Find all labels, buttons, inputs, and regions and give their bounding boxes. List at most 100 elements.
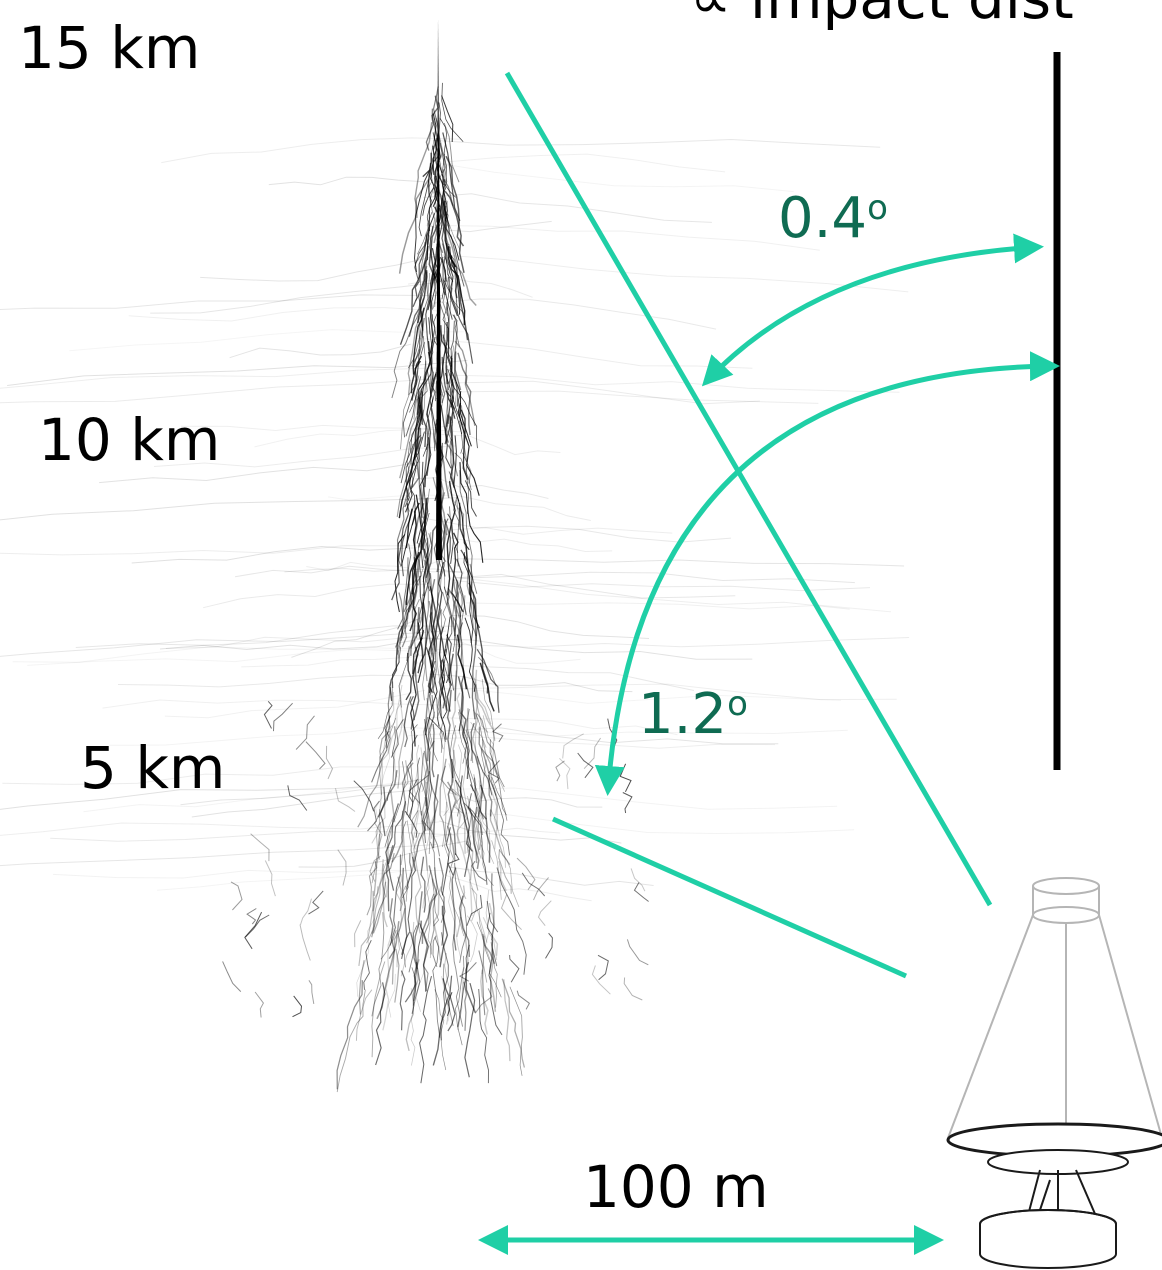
shower-particle-track — [394, 948, 400, 1003]
shower-particle-track — [444, 825, 449, 876]
shower-particle-track — [456, 558, 467, 616]
shower-particle-track — [465, 729, 474, 764]
shower-particle-track — [411, 427, 422, 488]
shower-faint-track — [0, 545, 415, 556]
shower-faint-track — [109, 726, 447, 746]
shower-particle-track — [413, 832, 422, 934]
angle-arrow-small — [701, 233, 1044, 387]
shower-particle-track — [451, 670, 458, 783]
shower-faint-track — [99, 461, 421, 484]
shower-particle-track — [448, 412, 455, 485]
shower-particle-track — [480, 969, 489, 1035]
shower-particle-track — [376, 921, 400, 1020]
shower-particle-track — [394, 534, 406, 613]
shower-secondary-track — [488, 760, 500, 784]
shower-particle-track — [490, 808, 506, 868]
shower-particle-track — [371, 798, 386, 844]
shower-particle-track — [446, 653, 454, 712]
shower-particle-track — [446, 781, 457, 862]
shower-particle-track — [460, 595, 466, 635]
shower-particle-track — [405, 652, 412, 701]
shower-particle-track — [460, 409, 469, 480]
shower-particle-track — [458, 502, 468, 563]
shower-secondary-track — [390, 719, 404, 758]
shower-particle-track — [445, 390, 452, 427]
shower-particle-track — [401, 856, 417, 960]
shower-faint-track — [445, 874, 592, 902]
shower-faint-track — [254, 424, 453, 448]
shower-faint-track — [83, 779, 419, 813]
shower-particle-track — [377, 769, 398, 818]
altitude-label-10km: 10 km — [38, 406, 220, 474]
shower-faint-track — [165, 636, 463, 649]
shower-secondary-track — [354, 920, 362, 948]
shower-particle-track — [429, 372, 444, 465]
shower-particle-track — [410, 780, 421, 850]
shower-particle-track — [379, 786, 386, 837]
shower-particle-track — [413, 923, 423, 1001]
shower-particle-track — [478, 988, 489, 1084]
shower-particle-track — [441, 82, 464, 142]
shower-particle-track — [412, 242, 426, 307]
shower-secondary-track — [452, 788, 464, 814]
shower-particle-track — [418, 532, 432, 586]
shower-secondary-track — [471, 860, 487, 882]
shower-secondary-track — [222, 961, 242, 992]
shower-particle-track — [383, 815, 394, 898]
telescope-icon — [946, 877, 1162, 1269]
shower-secondary-track — [353, 780, 375, 812]
shower-particle-track — [456, 744, 463, 805]
shower-particle-track — [483, 759, 499, 850]
shower-particle-track — [407, 313, 424, 369]
shower-particle-track — [387, 672, 405, 754]
shower-particle-track — [456, 495, 470, 551]
shower-secondary-track — [555, 760, 565, 782]
shower-faint-track — [180, 778, 423, 806]
shower-particle-track — [428, 221, 440, 276]
shower-particle-track — [445, 415, 459, 477]
shower-particle-track — [401, 820, 409, 899]
shower-faint-track — [434, 162, 794, 193]
shower-particle-track — [404, 810, 420, 888]
shower-particle-track — [458, 507, 471, 596]
shower-particle-track — [476, 921, 502, 998]
shower-particle-track — [417, 575, 424, 635]
shower-particle-track — [491, 776, 508, 821]
shower-particle-track — [444, 414, 452, 469]
shower-particle-track — [439, 658, 447, 740]
shower-faint-track — [241, 651, 443, 668]
shower-particle-track — [441, 153, 456, 198]
shower-particle-track — [409, 336, 427, 413]
shower-particle-track — [487, 774, 511, 856]
shower-particle-track — [371, 715, 391, 783]
shower-particle-track — [358, 886, 379, 966]
shower-particle-track — [405, 853, 413, 890]
shower-particle-track — [463, 552, 478, 645]
shower-secondary-track — [440, 765, 457, 796]
shower-particle-track — [422, 399, 434, 457]
shower-particle-track — [370, 890, 375, 934]
shower-particle-track — [404, 932, 418, 1003]
shower-particle-track — [401, 511, 416, 566]
shower-particle-track — [372, 859, 384, 912]
shower-faint-track — [451, 615, 650, 639]
shower-particle-track — [444, 519, 462, 618]
shower-particle-track — [437, 503, 447, 560]
shower-particle-track — [434, 230, 442, 345]
shower-secondary-track — [244, 911, 263, 950]
shower-particle-track — [439, 117, 447, 211]
shower-faint-track — [117, 674, 422, 688]
shower-faint-track — [159, 638, 421, 651]
shower-particle-track — [452, 591, 460, 653]
shower-particle-track — [442, 201, 450, 246]
shower-secondary-track — [626, 939, 649, 966]
tail-direction-line — [551, 816, 908, 979]
shower-particle-track — [492, 783, 499, 830]
shower-particle-track — [442, 243, 453, 292]
shower-particle-track — [428, 600, 435, 654]
shower-particle-track — [389, 854, 401, 946]
shower-particle-track — [478, 950, 486, 1016]
shower-secondary-track — [408, 774, 429, 804]
shower-particle-track — [472, 806, 480, 870]
shower-particle-track — [442, 591, 447, 628]
